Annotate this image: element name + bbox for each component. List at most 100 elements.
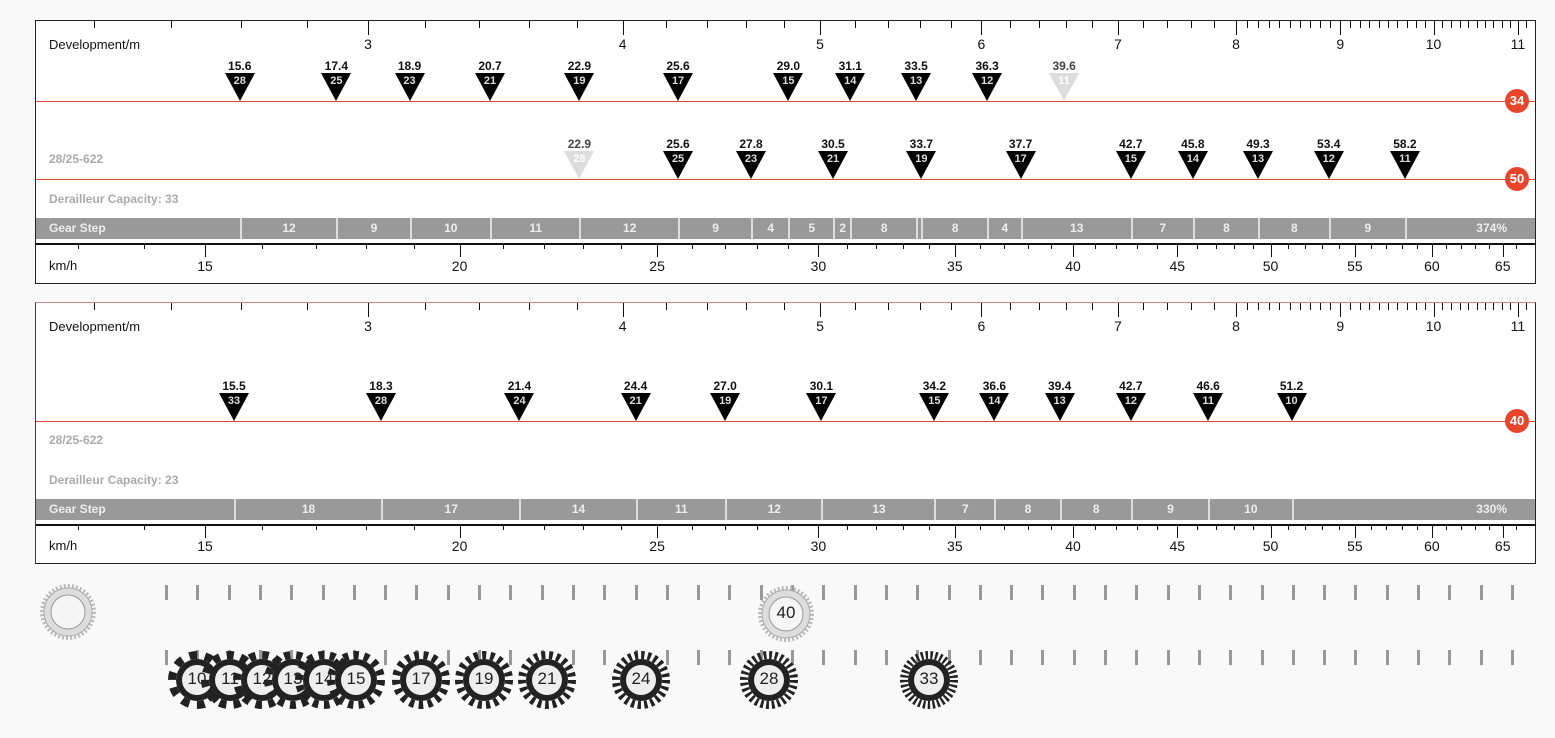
chainring-slot[interactable] <box>1323 585 1327 600</box>
cog-slot[interactable] <box>1291 650 1295 665</box>
cog-slot[interactable] <box>258 650 262 665</box>
chainring-slot[interactable] <box>571 585 575 600</box>
chainring-slot[interactable] <box>822 585 826 600</box>
chainring-slot[interactable] <box>1166 585 1170 600</box>
chainring-slot[interactable] <box>1510 585 1514 600</box>
chainring-slot[interactable] <box>1072 585 1076 600</box>
cog-slot[interactable] <box>1323 650 1327 665</box>
chainring-slot[interactable] <box>1041 585 1045 600</box>
chainring-badge[interactable]: 50 <box>1505 167 1529 191</box>
cog-slot[interactable] <box>1166 650 1170 665</box>
cog-slot[interactable] <box>509 650 513 665</box>
chainring-slot[interactable] <box>603 585 607 600</box>
chainring-slot[interactable] <box>1197 585 1201 600</box>
chainring-slot[interactable] <box>1010 585 1014 600</box>
cog-slot[interactable] <box>665 650 669 665</box>
cog-slot[interactable] <box>1135 650 1139 665</box>
chainring-slot[interactable] <box>478 585 481 600</box>
chainring-badge[interactable]: 40 <box>1505 409 1529 433</box>
cog-icon[interactable]: 17 <box>391 650 451 710</box>
chainring-badge[interactable]: 34 <box>1505 89 1529 113</box>
chainring-slot[interactable] <box>321 585 325 600</box>
cog-icon[interactable]: 19 <box>454 650 514 710</box>
cog-slot[interactable] <box>1010 650 1014 665</box>
chainring-slot[interactable] <box>759 585 763 600</box>
chainring-slot[interactable] <box>165 585 168 600</box>
chainring-slot[interactable] <box>1479 585 1483 600</box>
cog-slot[interactable] <box>791 650 794 665</box>
cog-slot[interactable] <box>697 650 701 665</box>
cog-slot[interactable] <box>1041 650 1045 665</box>
cog-slot[interactable] <box>1448 650 1452 665</box>
cog-slot[interactable] <box>1197 650 1201 665</box>
chainring-slot[interactable] <box>227 585 231 600</box>
cog-slot[interactable] <box>1385 650 1389 665</box>
cog-slot[interactable] <box>478 650 481 665</box>
chainring-slot[interactable] <box>196 585 200 600</box>
cog-icon[interactable]: 21 <box>517 650 577 710</box>
cog-slot[interactable] <box>1104 650 1107 665</box>
cog-slot[interactable] <box>384 650 388 665</box>
cog-slot[interactable] <box>1479 650 1483 665</box>
cog-icon[interactable]: 15 <box>326 650 386 710</box>
chainring-slot[interactable] <box>1229 585 1233 600</box>
chainring-slot[interactable] <box>665 585 669 600</box>
chainring-slot[interactable] <box>1135 585 1139 600</box>
cog-slot[interactable] <box>446 650 450 665</box>
cog-icon[interactable]: 24 <box>611 650 671 710</box>
chainring-slot[interactable] <box>446 585 450 600</box>
cog-slot[interactable] <box>290 650 294 665</box>
cog-slot[interactable] <box>884 650 888 665</box>
chainring-slot[interactable] <box>1291 585 1295 600</box>
chainring-slot[interactable] <box>540 585 544 600</box>
chainring-slot[interactable] <box>415 585 419 600</box>
cog-slot[interactable] <box>1510 650 1514 665</box>
cog-slot[interactable] <box>603 650 607 665</box>
cog-slot[interactable] <box>571 650 575 665</box>
cog-slot[interactable] <box>1072 650 1076 665</box>
chainring-slot[interactable] <box>1260 585 1264 600</box>
cog-slot[interactable] <box>1260 650 1264 665</box>
cog-icon[interactable]: 33 <box>899 650 959 710</box>
cog-slot[interactable] <box>1417 650 1420 665</box>
cog-icon[interactable]: 28 <box>739 650 799 710</box>
chainring-slot[interactable] <box>697 585 701 600</box>
cog-slot[interactable] <box>978 650 982 665</box>
chainring-slot[interactable] <box>728 585 732 600</box>
chainring-slot[interactable] <box>1417 585 1420 600</box>
chainring-icon[interactable] <box>38 582 98 642</box>
chainring-slot[interactable] <box>947 585 951 600</box>
chainring-slot[interactable] <box>384 585 388 600</box>
chainring-slot[interactable] <box>916 585 920 600</box>
chainring-slot[interactable] <box>853 585 857 600</box>
cog-slot[interactable] <box>540 650 544 665</box>
chainring-slot[interactable] <box>634 585 638 600</box>
chainring-slot[interactable] <box>1385 585 1389 600</box>
